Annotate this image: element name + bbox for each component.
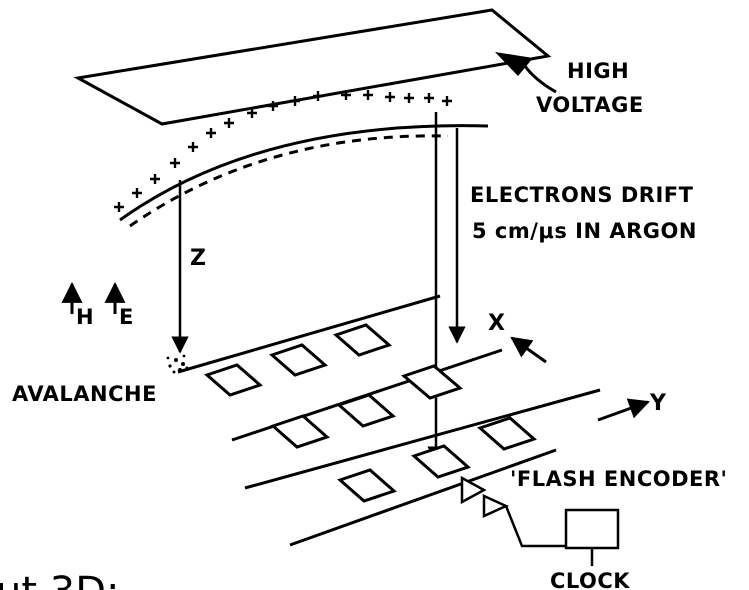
z-axis-label: Z xyxy=(190,246,206,271)
amplifier-1 xyxy=(460,475,487,505)
footer-text: ut 3D: xyxy=(0,569,119,590)
e-field-label: E xyxy=(119,305,134,329)
electrode-curve xyxy=(119,124,489,222)
y-axis-arrow xyxy=(597,398,650,422)
amplifier-2 xyxy=(482,494,510,518)
wire-row-3 xyxy=(244,388,601,490)
high-voltage-plate xyxy=(73,8,552,126)
positive-charges xyxy=(114,90,452,212)
wire-row-4 xyxy=(289,448,557,547)
clock-box xyxy=(564,508,620,550)
high-voltage-label-1: HIGH xyxy=(567,59,629,83)
wire-row-1 xyxy=(177,294,441,374)
encoder-wire xyxy=(504,505,566,548)
x-axis-label: X xyxy=(488,311,505,336)
clock-label: CLOCK xyxy=(550,569,630,590)
y-axis-label: Y xyxy=(649,391,667,416)
avalanche-label: AVALANCHE xyxy=(12,382,157,406)
x-axis-arrow xyxy=(510,336,547,364)
flash-encoder-label: 'FLASH ENCODER' xyxy=(510,467,727,491)
high-voltage-pointer xyxy=(523,65,557,94)
h-field-label: H xyxy=(76,305,94,329)
drift-speed-label: 5 cm/μs IN ARGON xyxy=(472,219,697,243)
electron-cloud-dashed xyxy=(129,134,449,228)
high-voltage-label-2: VOLTAGE xyxy=(536,93,644,117)
electrons-drift-label: ELECTRONS DRIFT xyxy=(470,183,694,207)
pads xyxy=(204,323,537,503)
high-voltage-pointer-head xyxy=(495,52,533,76)
